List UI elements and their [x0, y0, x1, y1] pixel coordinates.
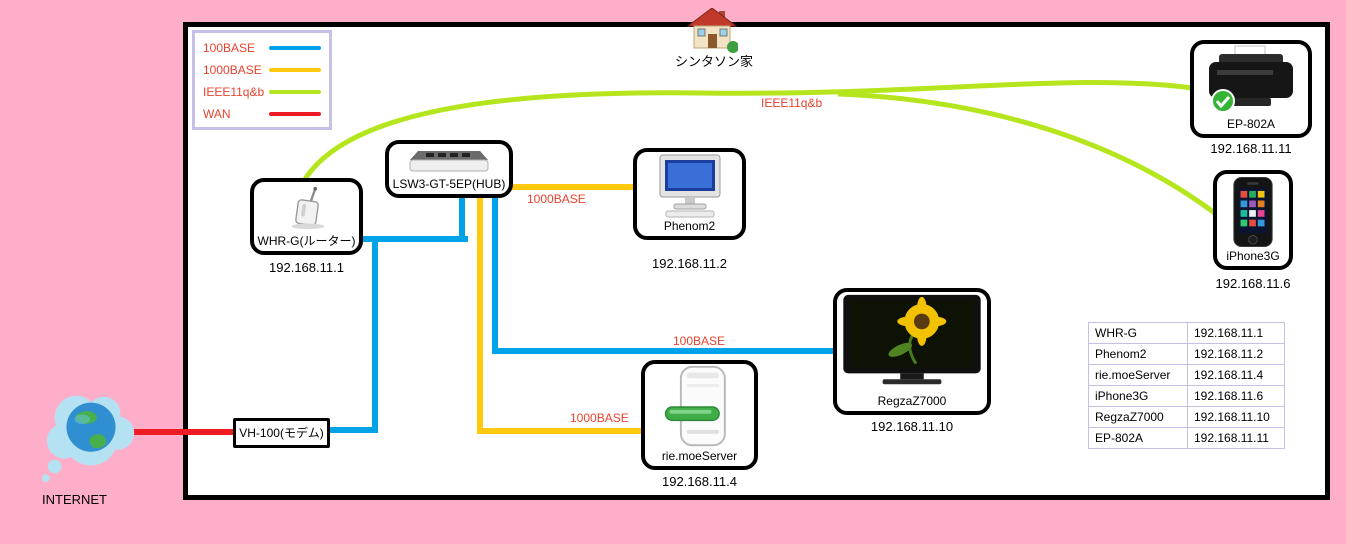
ip-address-table: WHR-G 192.168.11.1 Phenom2 192.168.11.2 …: [1088, 322, 1285, 449]
legend-label: 1000BASE: [203, 63, 262, 77]
table-row: RegzaZ7000 192.168.11.10: [1088, 406, 1285, 428]
device-router: WHR-G(ルーター): [250, 178, 363, 255]
table-cell-name: RegzaZ7000: [1088, 406, 1188, 428]
table-cell-ip: 192.168.11.6: [1187, 385, 1285, 407]
legend-swatch-1000base: [269, 68, 321, 72]
diagram-title: シンタソン家: [674, 54, 753, 69]
device-iphone: iPhone3G: [1213, 170, 1293, 270]
table-cell-name: iPhone3G: [1088, 385, 1188, 407]
device-tv: RegzaZ7000: [833, 288, 991, 415]
device-label-server: rie.moeServer: [661, 449, 738, 463]
link-100base-hub-tv-h: [492, 348, 838, 354]
link-label-1000base-server: 1000BASE: [570, 411, 629, 425]
link-100base-router-hub-v: [459, 197, 465, 242]
table-row: EP-802A 192.168.11.11: [1088, 427, 1285, 449]
table-row: iPhone3G 192.168.11.6: [1088, 385, 1285, 407]
smartphone-icon: [1230, 174, 1276, 249]
ip-phenom2: 192.168.11.2: [652, 256, 727, 271]
device-label-iphone: iPhone3G: [1226, 249, 1280, 263]
legend-swatch-100base: [269, 46, 321, 50]
ip-server: 192.168.11.4: [662, 474, 737, 489]
device-label-phenom2: Phenom2: [663, 219, 716, 233]
tv-icon: [839, 292, 985, 394]
internet-label: INTERNET: [42, 492, 107, 507]
table-cell-ip: 192.168.11.4: [1187, 364, 1285, 386]
link-100base-modem-elbow: [327, 427, 378, 433]
device-server: rie.moeServer: [641, 360, 758, 470]
ip-router: 192.168.11.1: [269, 260, 344, 275]
table-cell-name: EP-802A: [1088, 427, 1188, 449]
link-100base-hub-tv-v: [492, 197, 498, 354]
link-wan-internet-modem: [130, 429, 233, 435]
printer-icon: [1201, 44, 1301, 117]
device-printer: EP-802A: [1190, 40, 1312, 138]
link-100base-router-hub-h: [358, 236, 468, 242]
link-label-1000base-phenom2: 1000BASE: [527, 192, 586, 206]
table-row: Phenom2 192.168.11.2: [1088, 343, 1285, 365]
legend-item-ieee11qb: IEEE11q&b: [203, 81, 321, 103]
desktop-pc-icon: [648, 152, 732, 219]
ip-iphone: 192.168.11.6: [1215, 276, 1291, 291]
device-phenom2: Phenom2: [633, 148, 746, 240]
legend-item-wan: WAN: [203, 103, 321, 125]
table-cell-ip: 192.168.11.11: [1187, 427, 1285, 449]
device-label-router: WHR-G(ルーター): [257, 234, 356, 248]
table-cell-ip: 192.168.11.1: [1187, 322, 1285, 344]
device-label-hub: LSW3-GT-5EP(HUB): [392, 177, 506, 191]
table-cell-name: WHR-G: [1088, 322, 1188, 344]
device-modem: VH-100(モデム): [233, 418, 330, 448]
legend-swatch-ieee11qb: [269, 90, 321, 94]
router-icon: [274, 182, 340, 234]
internet-cloud-icon: [36, 382, 146, 495]
legend-swatch-wan: [269, 112, 321, 116]
legend-label: 100BASE: [203, 41, 256, 55]
hub-icon: [404, 144, 494, 177]
legend-label: WAN: [203, 107, 231, 121]
table-row: rie.moeServer 192.168.11.4: [1088, 364, 1285, 386]
device-hub: LSW3-GT-5EP(HUB): [385, 140, 513, 198]
ip-printer: 192.168.11.11: [1210, 141, 1292, 156]
link-1000base-hub-server-v: [477, 197, 483, 434]
link-1000base-hub-phenom2: [510, 184, 636, 190]
device-label-printer: EP-802A: [1226, 117, 1276, 131]
ip-tv: 192.168.11.10: [870, 419, 954, 434]
table-cell-ip: 192.168.11.2: [1187, 343, 1285, 365]
link-label-ieee11qb: IEEE11q&b: [761, 96, 823, 110]
table-cell-name: rie.moeServer: [1088, 364, 1188, 386]
table-row: WHR-G 192.168.11.1: [1088, 322, 1285, 344]
legend-item-1000base: 1000BASE: [203, 59, 321, 81]
server-icon: [662, 364, 738, 449]
device-label-tv: RegzaZ7000: [877, 394, 947, 408]
house-icon: [686, 7, 739, 59]
legend: 100BASE 1000BASE IEEE11q&b WAN: [192, 30, 332, 130]
link-1000base-hub-server-h: [477, 428, 645, 434]
table-cell-name: Phenom2: [1088, 343, 1188, 365]
link-label-100base-tv: 100BASE: [673, 334, 726, 348]
legend-item-100base: 100BASE: [203, 37, 321, 59]
legend-label: IEEE11q&b: [203, 85, 265, 99]
link-100base-router-modem: [372, 239, 378, 433]
device-label-modem: VH-100(モデム): [239, 426, 324, 440]
table-cell-ip: 192.168.11.10: [1187, 406, 1285, 428]
